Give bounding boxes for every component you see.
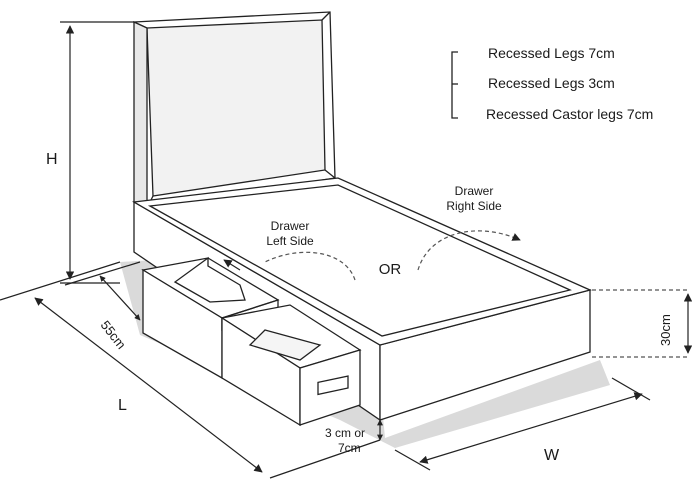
base-height-label: 30cm bbox=[658, 314, 673, 346]
drawer-right-label-line2: Right Side bbox=[446, 199, 502, 213]
drawer-depth-label: 55cm bbox=[98, 318, 129, 352]
length-label: L bbox=[118, 397, 127, 414]
leg-height-label-line2: 7cm bbox=[338, 441, 361, 455]
width-dimension bbox=[394, 377, 651, 471]
length-dimension bbox=[0, 261, 381, 479]
drawer-right-label-line1: Drawer bbox=[455, 184, 494, 198]
drawer-left-label-line2: Left Side bbox=[266, 234, 314, 248]
height-label: H bbox=[46, 151, 58, 168]
height-dimension bbox=[60, 21, 134, 284]
legend-brackets bbox=[451, 51, 458, 119]
legend-item-legs-7cm: Recessed Legs 7cm bbox=[488, 45, 615, 61]
leg-height-label-line1: 3 cm or bbox=[325, 426, 365, 440]
drawer-left-label-line1: Drawer bbox=[271, 219, 310, 233]
drawer-swing-arcs bbox=[264, 230, 688, 358]
width-label: W bbox=[544, 447, 560, 464]
or-label: OR bbox=[379, 261, 402, 278]
legend-item-legs-3cm: Recessed Legs 3cm bbox=[488, 75, 615, 91]
headboard bbox=[133, 11, 336, 212]
legend-item-castor-legs-7cm: Recessed Castor legs 7cm bbox=[486, 106, 653, 122]
